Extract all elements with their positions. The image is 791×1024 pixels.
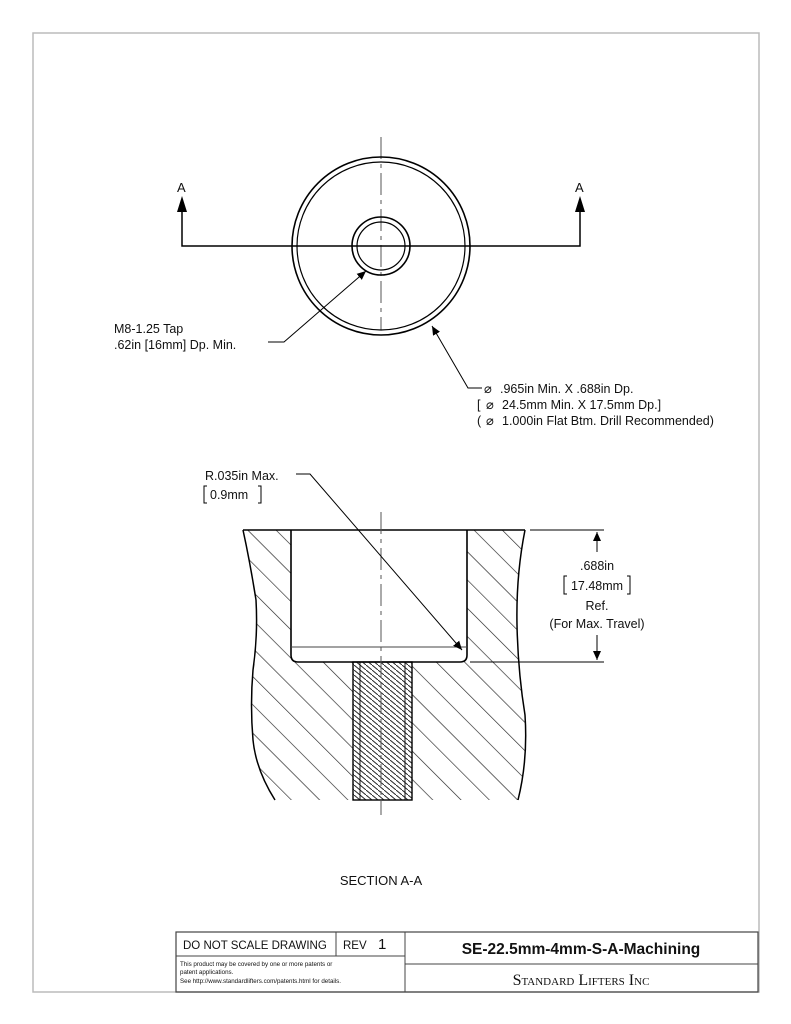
section-line-a-a <box>181 204 581 247</box>
section-title: SECTION A-A <box>340 873 423 888</box>
hatched-material <box>243 530 526 800</box>
bore-callout-line1: .965in Min. X .688in Dp. <box>500 382 633 396</box>
title-block-frame <box>175 931 759 993</box>
tap-leader-line <box>268 270 367 343</box>
depth-note: (For Max. Travel) <box>549 617 644 631</box>
patent-note-line2: patent applications. <box>180 969 234 976</box>
body-right-break-edge <box>516 529 527 801</box>
bore-callout-line2: 24.5mm Min. X 17.5mm Dp.] <box>502 398 661 412</box>
part-number: SE-22.5mm-4mm-S-A-Machining <box>462 941 701 958</box>
company-name: Standard Lifters Inc <box>513 972 650 989</box>
top-view: A A M8-1.25 Tap .62in [16mm] Dp. Min. ⌀ … <box>114 137 714 428</box>
sheet-border <box>32 32 760 993</box>
radius-bracket-right <box>258 485 262 504</box>
tap-callout-line1: M8-1.25 Tap <box>114 322 183 336</box>
tap-callout-line2: .62in [16mm] Dp. Min. <box>114 338 236 352</box>
title-block: DO NOT SCALE DRAWING REV 1 This product … <box>175 931 759 993</box>
patent-note-line3: See http://www.standardlifters.com/paten… <box>180 978 341 985</box>
section-arrow-right <box>575 196 585 212</box>
section-arrow-left <box>177 196 187 212</box>
radius-leader-line <box>296 473 463 651</box>
bore-callout-line3: 1.000in Flat Btm. Drill Recommended) <box>502 414 714 428</box>
depth-bracket-left <box>563 575 567 595</box>
depth-value-mm: 17.48mm <box>571 579 623 593</box>
body-left-break-edge <box>242 529 276 801</box>
patent-note-line1: This product may be covered by one or mo… <box>180 961 332 968</box>
section-marker-left: A <box>177 180 186 195</box>
scale-note: DO NOT SCALE DRAWING <box>183 940 327 952</box>
section-marker-right: A <box>575 180 584 195</box>
counterbore-outline <box>290 530 468 663</box>
radius-callout-line2: 0.9mm <box>210 488 248 502</box>
radius-callout-line1: R.035in Max. <box>205 469 279 483</box>
diameter-symbol-1: ⌀ <box>484 381 492 396</box>
bore-callout-bracket-open: [ <box>477 398 481 412</box>
section-view: R.035in Max. 0.9mm .688in 17.48mm Ref. (… <box>203 469 645 815</box>
bore-leader-line <box>431 325 482 389</box>
tapped-hole-threads <box>352 661 413 801</box>
depth-ref-label: Ref. <box>586 599 609 613</box>
radius-bracket-left <box>203 485 207 504</box>
diameter-symbol-2: ⌀ <box>486 397 494 412</box>
bore-callout-paren-open: ( <box>477 414 482 428</box>
rev-label: REV <box>343 940 367 952</box>
depth-value-in: .688in <box>580 559 614 573</box>
depth-bracket-right <box>627 575 631 595</box>
diameter-symbol-3: ⌀ <box>486 413 494 428</box>
rev-value: 1 <box>378 936 386 953</box>
